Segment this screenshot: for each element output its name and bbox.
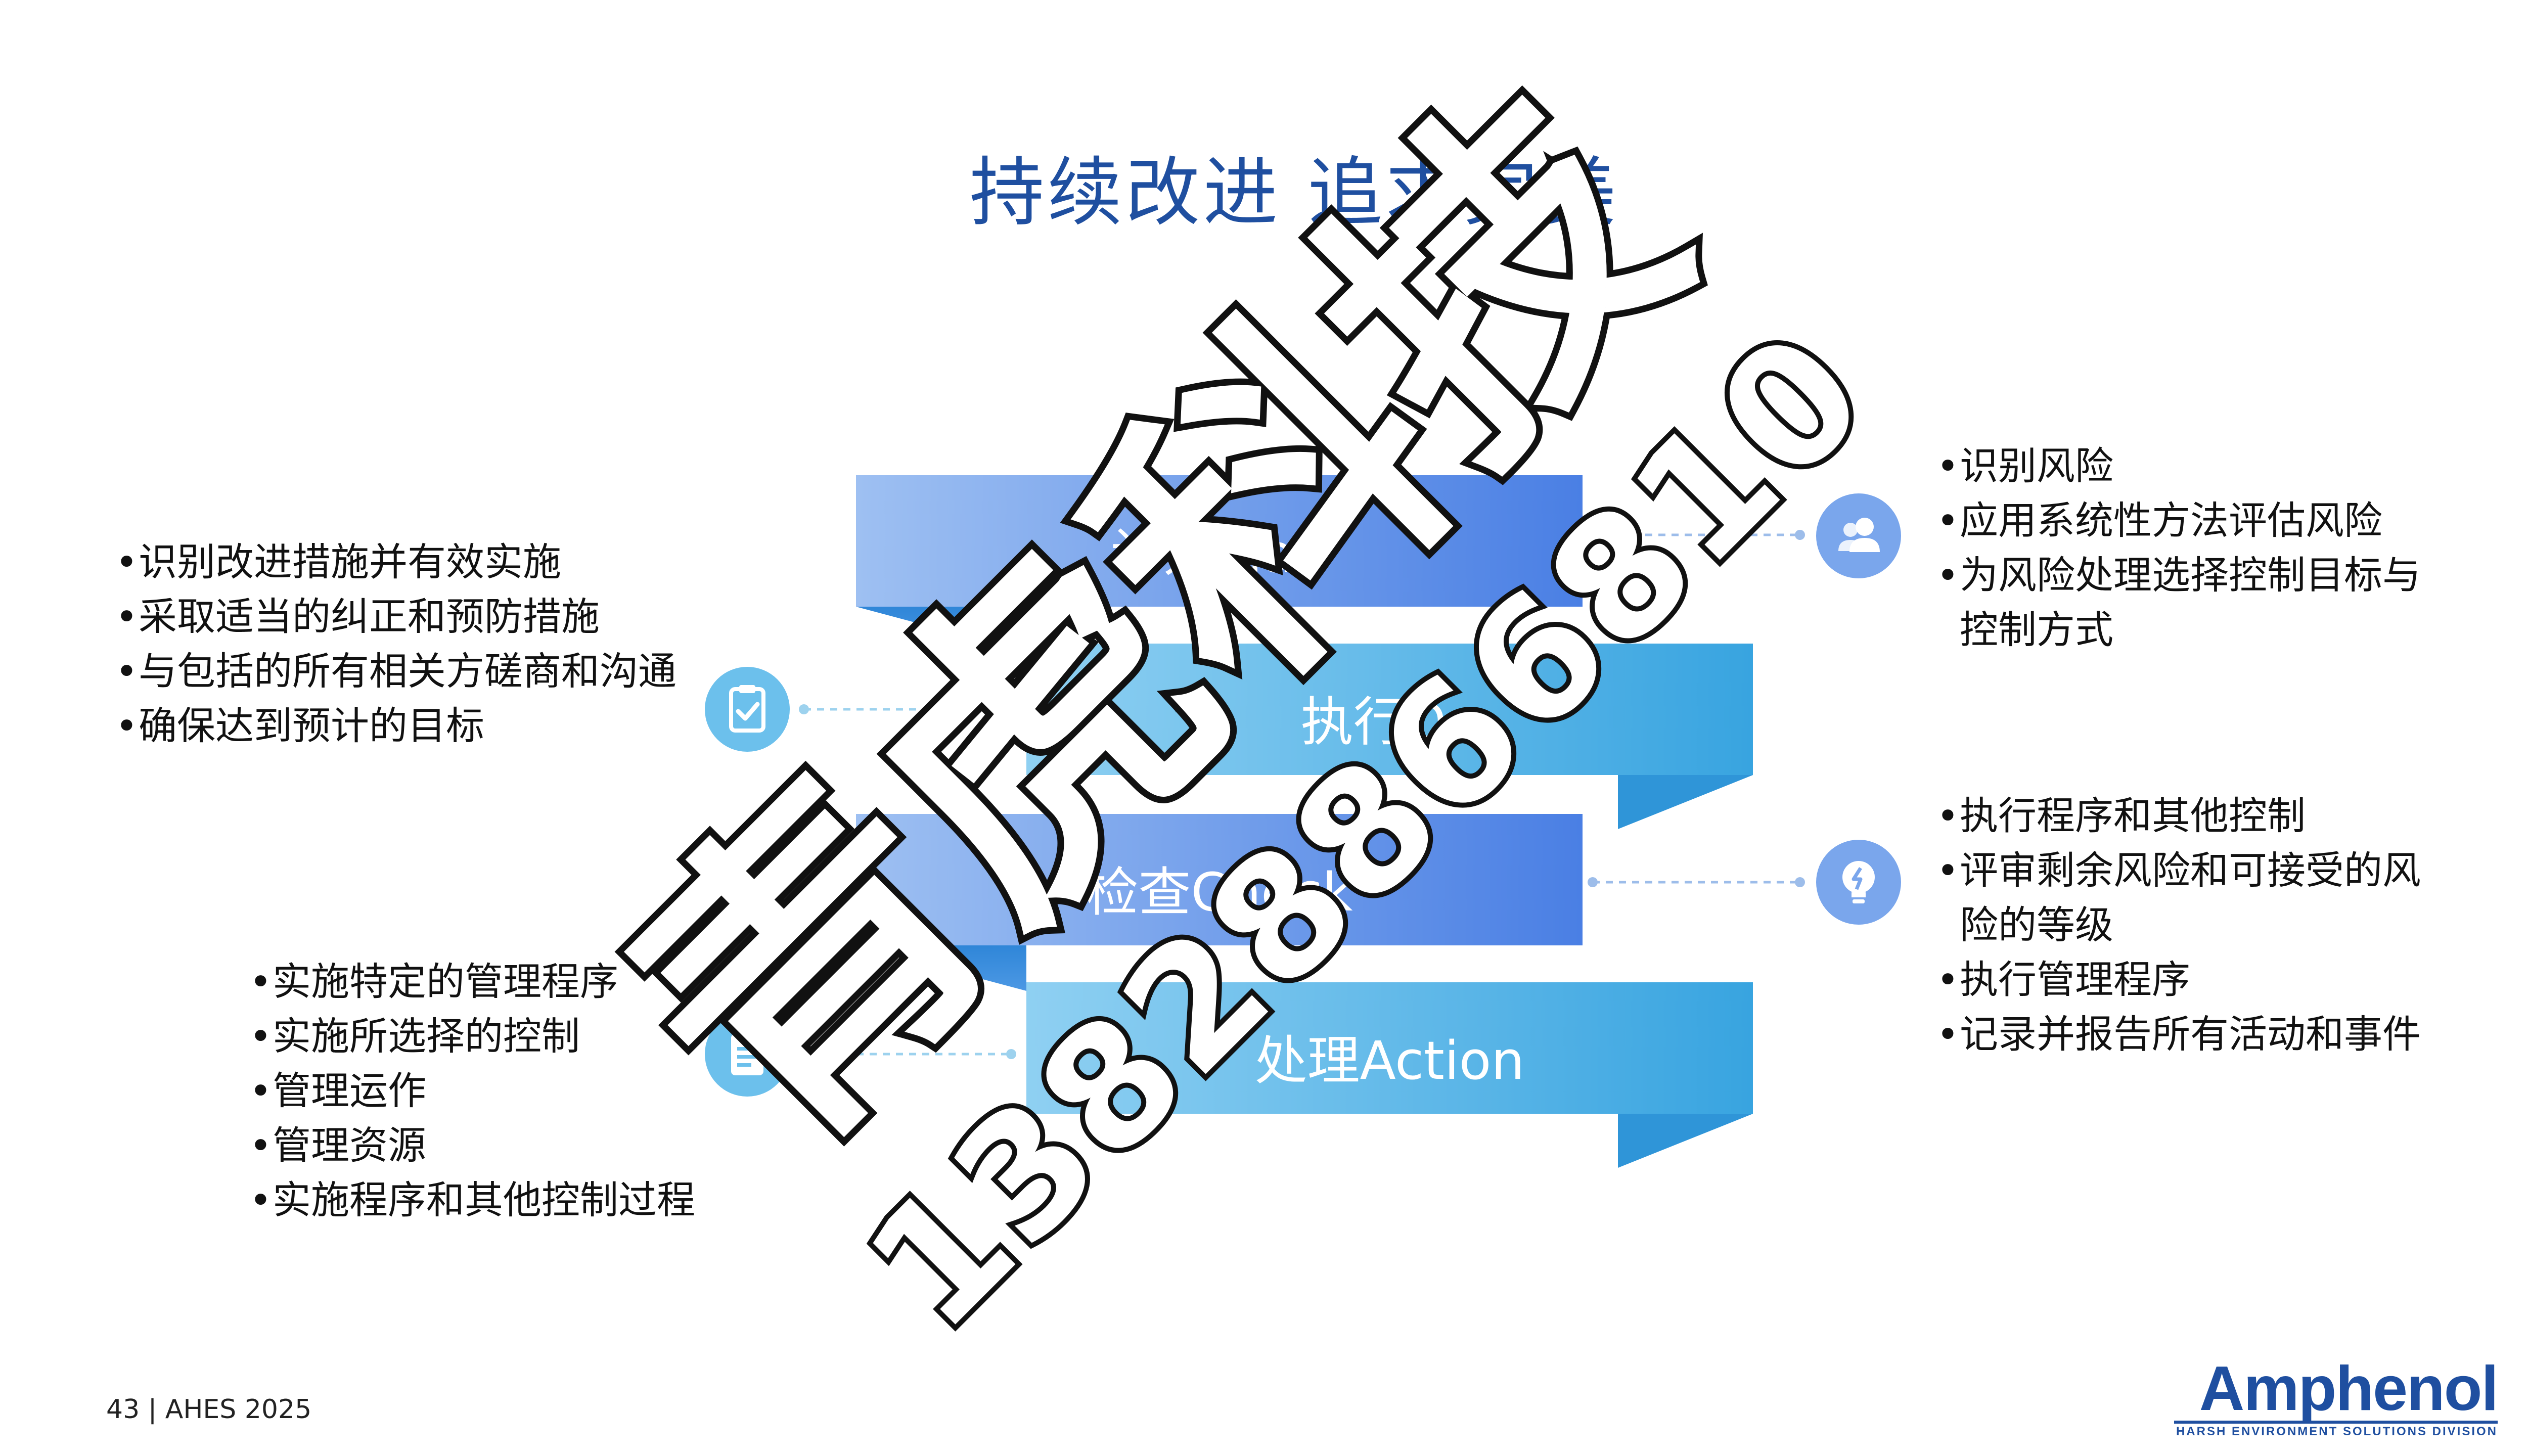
band-action-fold: [1618, 1114, 1753, 1168]
bullet-item: 执行程序和其他控制: [1936, 789, 2421, 843]
bullet-item: 执行管理程序: [1936, 952, 2421, 1007]
clipboard-check-icon: [705, 667, 790, 752]
clipboard-list-icon: [705, 1012, 790, 1097]
lightbulb-icon: [1816, 840, 1901, 925]
band-check-fold: [856, 945, 1026, 991]
band-do-fold: [1618, 775, 1753, 829]
bullet-item: 与包括的所有相关方磋商和沟通: [115, 644, 676, 699]
connector-dot: [1795, 530, 1805, 540]
band-check: [856, 814, 1583, 945]
bullets-right-middle: 执行程序和其他控制 评审剩余风险和可接受的风 险的等级 执行管理程序 记录并报告…: [1936, 789, 2421, 1062]
connector-dot: [1006, 1049, 1016, 1059]
bullet-item: 管理运作: [249, 1064, 695, 1118]
bullet-item: 识别风险: [1936, 439, 2421, 493]
band-label-plan: 计划Plan: [1110, 523, 1328, 584]
connector-dot: [799, 704, 809, 714]
band-label-check: 检查Check: [1086, 861, 1353, 923]
bullet-item: 管理资源: [249, 1118, 695, 1173]
bullet-item: 评审剩余风险和可接受的风 险的等级: [1936, 843, 2421, 952]
bullet-item: 应用系统性方法评估风险: [1936, 493, 2421, 548]
band-plan-fold: [856, 607, 1026, 652]
connector-dot: [1006, 704, 1016, 714]
band-label-action: 处理Action: [1254, 1030, 1525, 1091]
bullet-item: 实施所选择的控制: [249, 1009, 695, 1064]
bullet-item: 采取适当的纠正和预防措施: [115, 589, 676, 644]
bullet-item: 识别改进措施并有效实施: [115, 535, 676, 589]
slide-footer: 43 | AHES 2025: [106, 1394, 312, 1425]
amphenol-logo: Amphenol HARSH ENVIRONMENT SOLUTIONS DIV…: [2174, 1354, 2499, 1438]
bullet-item: 为风险处理选择控制目标与 控制方式: [1936, 548, 2421, 657]
bullet-item: 确保达到预计的目标: [115, 699, 676, 753]
slide-title: 持续改进 追求完美: [969, 149, 1619, 236]
bullets-bottom-left: 实施特定的管理程序 实施所选择的控制 管理运作 管理资源 实施程序和其他控制过程: [249, 954, 695, 1227]
users-icon: [1816, 493, 1901, 578]
band-plan: [856, 475, 1583, 607]
bullet-item: 实施程序和其他控制过程: [249, 1173, 695, 1227]
band-action: [1026, 982, 1753, 1114]
connector-dot: [1588, 877, 1598, 887]
logo-subtitle: HARSH ENVIRONMENT SOLUTIONS DIVISION: [2176, 1425, 2498, 1438]
connector-dot: [1795, 877, 1805, 887]
connector-dot: [1588, 530, 1598, 540]
logo-wordmark: Amphenol: [2199, 1354, 2499, 1424]
logo-divider: [2174, 1421, 2498, 1424]
bullets-left-middle: 识别改进措施并有效实施 采取适当的纠正和预防措施 与包括的所有相关方磋商和沟通 …: [115, 535, 676, 753]
bullet-item: 记录并报告所有活动和事件: [1936, 1007, 2421, 1062]
bullets-top-right: 识别风险 应用系统性方法评估风险 为风险处理选择控制目标与 控制方式: [1936, 439, 2421, 657]
connector-dot: [799, 1049, 809, 1059]
band-do: [1026, 644, 1753, 775]
band-label-do: 执行Do: [1300, 691, 1479, 753]
bullet-item: 实施特定的管理程序: [249, 954, 695, 1009]
